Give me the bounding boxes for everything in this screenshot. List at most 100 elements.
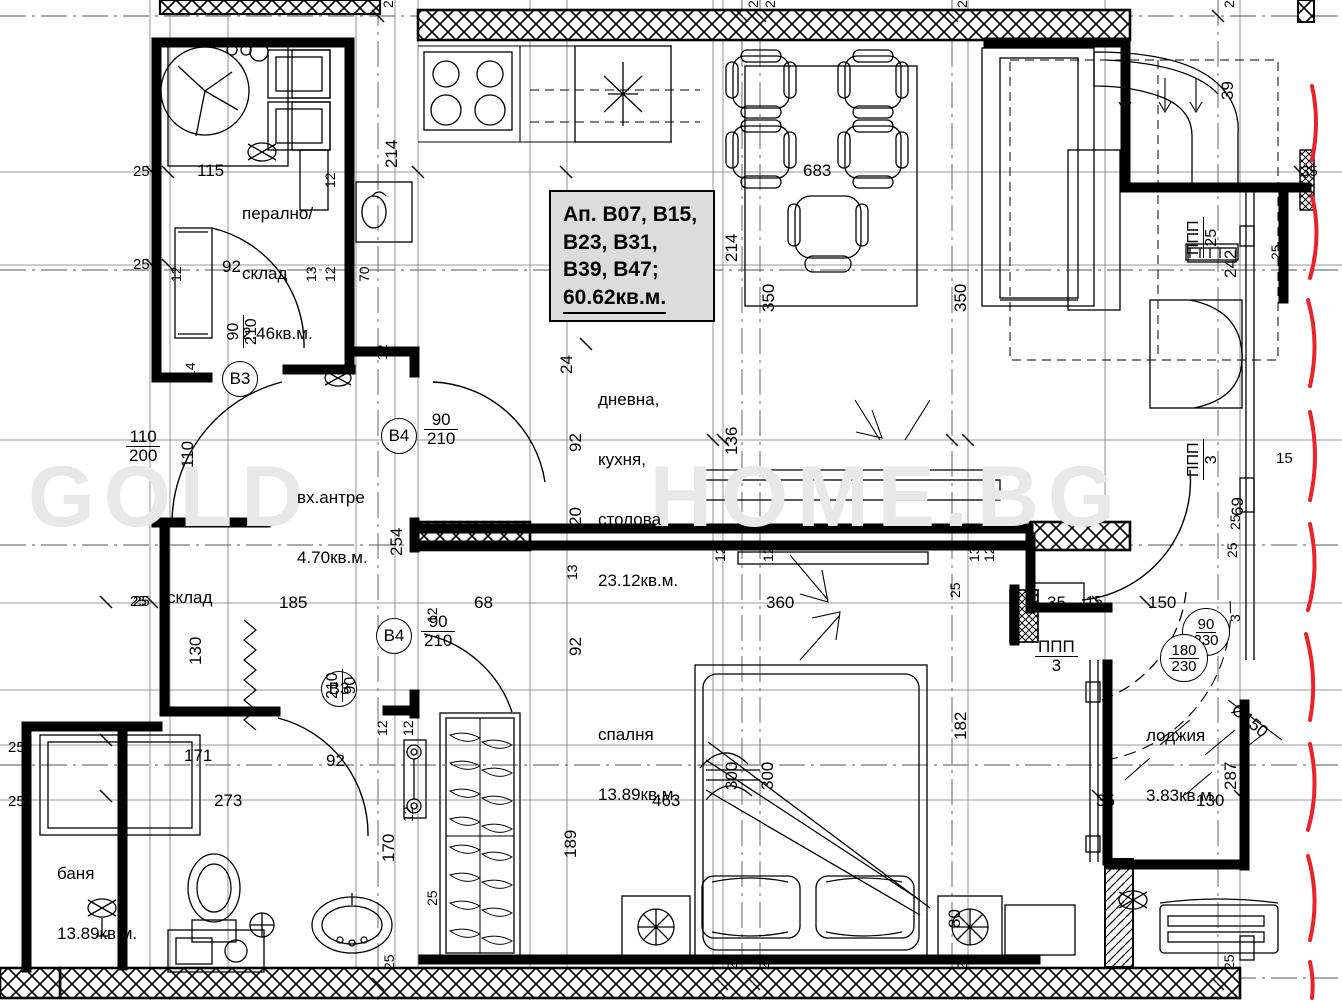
window-height: 200	[129, 445, 158, 465]
dim-130-b: 130	[1196, 791, 1225, 810]
dim-350-a: 350	[759, 283, 778, 312]
room-area-entry: 4.70кв.м.	[297, 548, 368, 568]
dim-92-b: 92	[326, 751, 345, 770]
dim-bot-25-b: 25	[724, 954, 740, 970]
dim-214-a: 214	[382, 139, 401, 168]
room-name-living-3: столова	[598, 510, 662, 530]
dim-350-b: 350	[951, 283, 970, 312]
dim-bot-25-f: 25	[424, 890, 440, 906]
apartment-label-box: Ап. B07, B15, B23, B31, B39, B47; 60.62к…	[549, 190, 715, 322]
door-tag-b3-bath: B3	[321, 671, 357, 707]
window-label: ППП	[1185, 217, 1204, 258]
room-area-living: 23.12кв.м.	[598, 570, 679, 590]
dim-right-25: 25	[1227, 514, 1243, 530]
dim-300-b: 300	[758, 761, 777, 790]
dim-360: 360	[766, 593, 795, 612]
door-dim-b3-entry: 90 210	[225, 315, 261, 348]
dim-top-25-b: 25	[745, 0, 761, 8]
room-label-laundry: перално/ склад 2.46кв.м.	[242, 164, 313, 385]
door-dim-b4-living: 90 210	[424, 411, 459, 448]
dim-bot-25-e: 25	[1221, 954, 1237, 970]
door-tag-b4-bedroom: B4	[376, 618, 412, 654]
dim-35-b: 35	[1096, 791, 1115, 810]
dim-top-25-c: 25	[762, 0, 778, 8]
window-tag-ppp-25: ППП 25	[1185, 217, 1221, 258]
dim-150: 150	[1148, 593, 1177, 612]
room-name-storage: склад	[167, 588, 213, 608]
dim-14: 14	[182, 362, 198, 378]
dim-left-25-f: 25	[130, 593, 147, 610]
dim-115: 115	[197, 161, 225, 180]
window-label: ППП	[1035, 638, 1078, 657]
window-height: 230	[1171, 657, 1197, 675]
dim-242: 242	[1221, 249, 1240, 278]
dim-92-d: 92	[566, 637, 585, 656]
dim-68: 68	[474, 593, 493, 612]
room-name-loggia: лоджия	[1146, 726, 1206, 746]
window-value: 3	[1202, 455, 1220, 465]
dim-right-15: 15	[1276, 450, 1293, 467]
room-area-loggia: 3.83кв.м.	[1146, 786, 1217, 806]
dim-39: 39	[1218, 81, 1237, 100]
door-dim-b3-bath: 210 90	[324, 669, 360, 702]
dim-13: 13	[303, 266, 319, 282]
door-height: 210	[324, 669, 343, 702]
dim-189: 189	[561, 829, 580, 858]
dim-left-25-e: 25	[8, 793, 25, 810]
dim-130-a: 130	[186, 636, 205, 665]
dim-12-e: 12	[400, 806, 416, 822]
dim-273: 273	[214, 791, 243, 810]
room-name-living-1: дневна,	[598, 390, 660, 410]
dim-12-a: 12	[322, 172, 338, 188]
dim-left-25-c: 25	[133, 593, 150, 610]
door-width: 90	[424, 411, 459, 430]
dim-254: 254	[387, 527, 406, 556]
door-height: 210	[427, 428, 456, 448]
dim-12-b: 12	[322, 266, 338, 282]
dim-70: 70	[356, 266, 372, 282]
room-name-bath: баня	[57, 864, 95, 884]
door-height: 210	[424, 630, 453, 650]
dim-12-g: 12	[712, 546, 728, 562]
window-tag-110-200: 110 200	[126, 428, 161, 465]
door-tag-text: B3	[328, 679, 350, 698]
door-tag-text: B3	[229, 369, 251, 388]
apartment-total-area: 60.62кв.м.	[563, 284, 667, 314]
dim-12-i: 12	[981, 546, 997, 562]
dim-10: 12	[168, 266, 184, 282]
dim-right-15-b: 15	[1086, 593, 1103, 610]
dim-92-c: 92	[566, 433, 585, 452]
dim-top-25-e: 25	[1221, 0, 1237, 8]
door-tag-b3-entry: B3	[222, 361, 258, 397]
room-label-entry: вх.антре 4.70кв.м.	[297, 448, 368, 608]
dim-185: 185	[279, 593, 308, 612]
dim-24: 24	[557, 355, 576, 374]
apartment-line-2: B23, B31,	[563, 230, 658, 254]
dim-right-35: 35	[1301, 163, 1318, 180]
door-width: 90	[421, 613, 456, 632]
window-value: 25	[1202, 228, 1220, 247]
door-width: 90	[225, 315, 244, 348]
window-width: 180	[1169, 641, 1199, 659]
door-height: 210	[242, 318, 260, 345]
dim-12-d: 12	[424, 607, 440, 623]
dim-25-right-mid: 25	[1224, 542, 1240, 558]
window-tag-ppp-3-lower: ППП 3	[1035, 638, 1078, 675]
dim-80: 80	[945, 909, 964, 928]
dim-12-c: 12	[374, 344, 390, 360]
dim-214-b: 214	[722, 233, 741, 262]
dim-bot-25-a: 25	[381, 954, 397, 970]
dim-top-25-d: 25	[954, 0, 970, 8]
room-label-storage: склад	[167, 548, 212, 648]
dim-top-25-a: 25	[380, 0, 396, 8]
room-name-bedroom: спалня	[598, 725, 654, 745]
apartment-line-1: Ап. B07, B15,	[563, 203, 698, 226]
dim-13-b: 13	[564, 564, 580, 580]
window-tag-180-230: 180 230	[1160, 634, 1208, 682]
dim-171: 171	[184, 746, 213, 765]
room-area-laundry: 2.46кв.м.	[242, 324, 313, 344]
room-area-bath: 13.89кв.м.	[57, 924, 138, 944]
room-name-laundry-2: склад	[242, 264, 288, 284]
